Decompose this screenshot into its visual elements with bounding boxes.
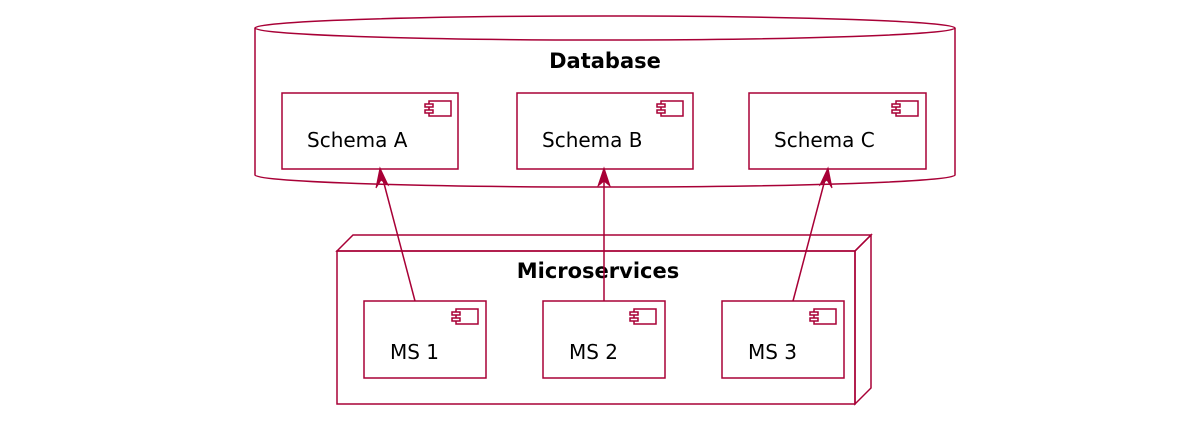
- arrow-ms3-to-schema-c: [792, 166, 833, 302]
- ms2-label: MS 2: [569, 340, 618, 364]
- component-icon: [629, 308, 657, 325]
- database-cylinder-top: [254, 15, 956, 41]
- schema-b-component: Schema B: [516, 92, 694, 170]
- component-icon: [451, 308, 479, 325]
- schema-b-label: Schema B: [542, 128, 643, 152]
- ms1-component: MS 1: [363, 300, 487, 379]
- arrow-ms2-to-schema-b: [596, 166, 612, 301]
- database-title: Database: [549, 49, 661, 73]
- arrowhead-icon: [596, 166, 612, 188]
- database-container: Database: [254, 15, 956, 188]
- microservices-node: Microservices: [335, 233, 873, 406]
- microservices-title: Microservices: [517, 259, 680, 283]
- node-side-face: [854, 233, 872, 406]
- node-front-face: [336, 250, 856, 405]
- arrowhead-icon: [818, 166, 833, 189]
- component-icon: [424, 100, 452, 117]
- arrow-ms1-to-schema-a: [375, 166, 416, 302]
- schema-c-label: Schema C: [774, 128, 875, 152]
- schema-c-component: Schema C: [748, 92, 927, 170]
- component-icon: [891, 100, 919, 117]
- component-icon: [656, 100, 684, 117]
- schema-a-label: Schema A: [307, 128, 408, 152]
- database-cylinder-body: [254, 28, 956, 188]
- ms3-label: MS 3: [748, 340, 797, 364]
- ms2-component: MS 2: [542, 300, 666, 379]
- ms3-component: MS 3: [721, 300, 845, 379]
- ms1-label: MS 1: [390, 340, 439, 364]
- component-icon: [809, 308, 837, 325]
- schema-a-component: Schema A: [281, 92, 459, 170]
- arrowhead-icon: [375, 166, 390, 189]
